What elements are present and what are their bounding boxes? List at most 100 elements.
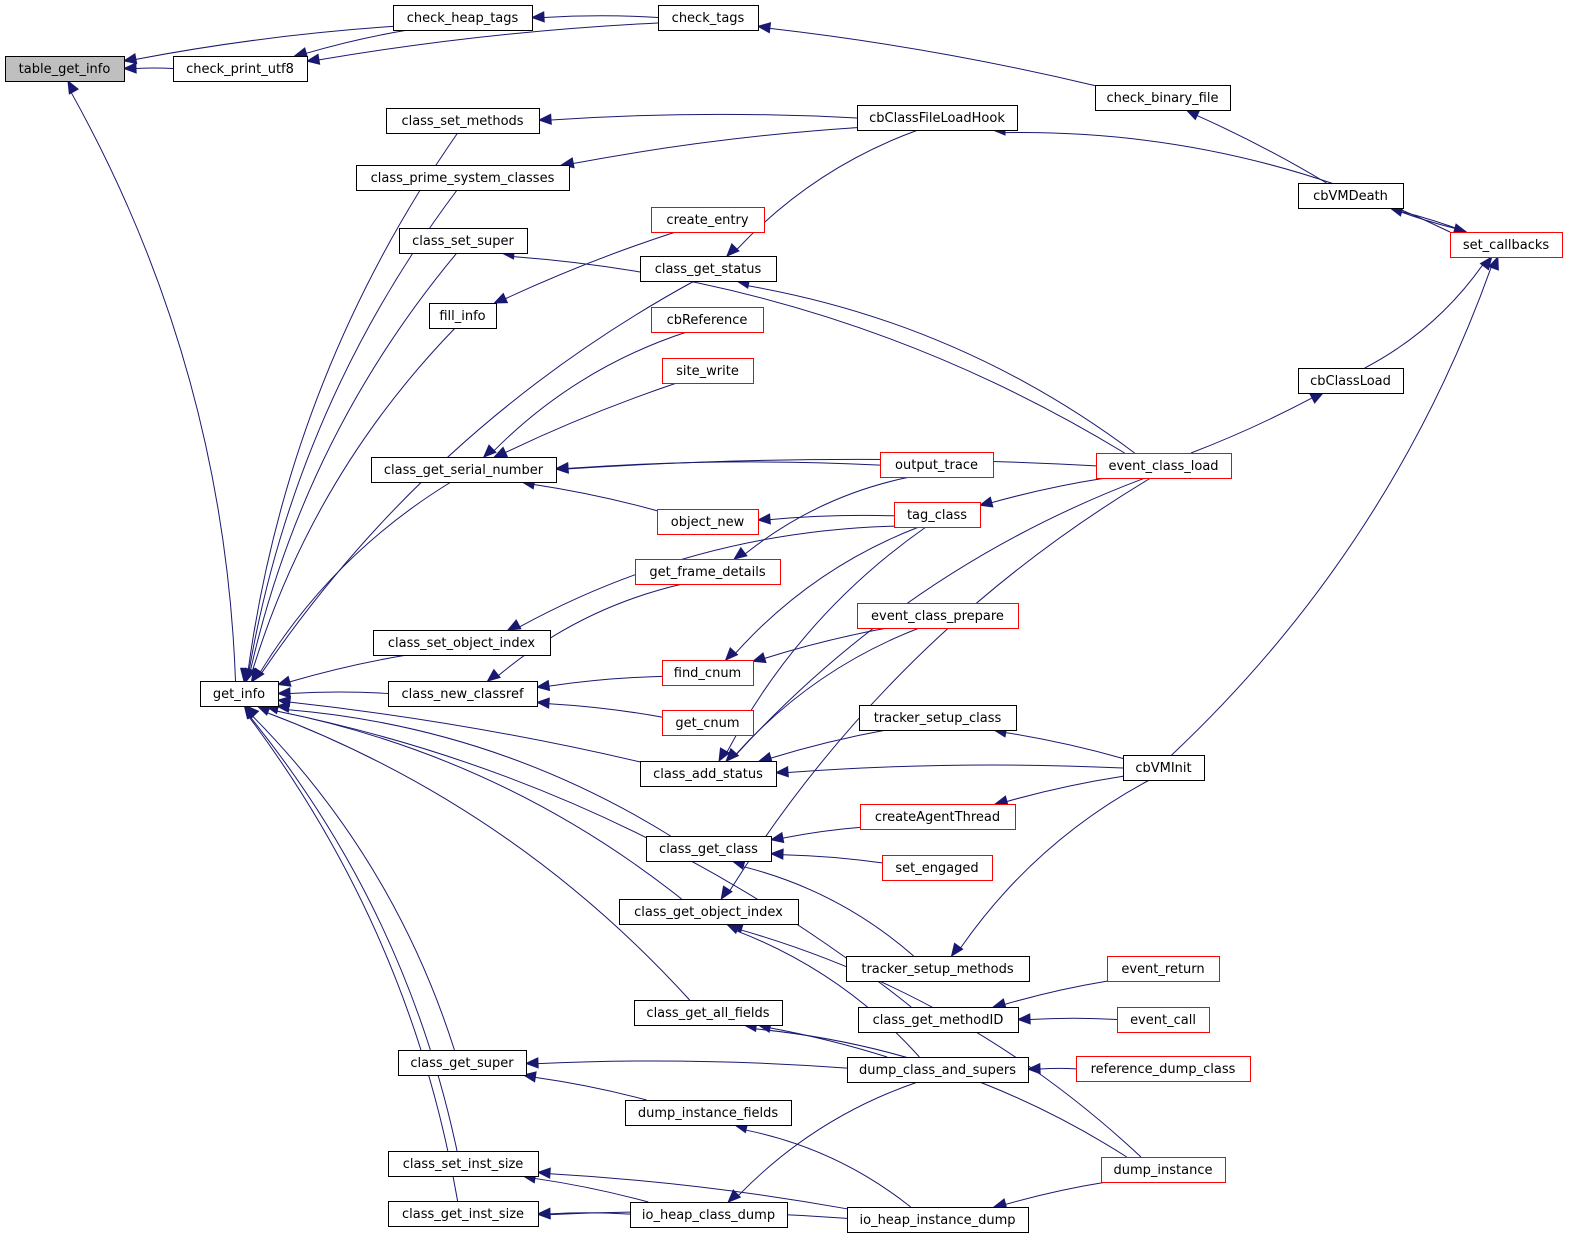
node-createAgentThread[interactable]: createAgentThread — [860, 804, 1016, 830]
node-label: object_new — [671, 515, 745, 530]
node-label: table_get_info — [19, 62, 111, 77]
node-box — [857, 603, 1019, 629]
arrowhead-icon — [724, 646, 739, 661]
node-class-new-classref[interactable]: class_new_classref — [388, 681, 538, 707]
node-label: get_info — [213, 687, 265, 702]
node-label: check_heap_tags — [407, 11, 519, 26]
node-label: class_get_super — [410, 1056, 514, 1071]
node-cbVMDeath[interactable]: cbVMDeath — [1298, 183, 1404, 209]
node-box — [625, 1100, 792, 1126]
node-class-prime-system-classes[interactable]: class_prime_system_classes — [356, 165, 570, 191]
node-event-class-prepare[interactable]: event_class_prepare — [857, 603, 1019, 629]
node-box — [429, 303, 497, 329]
node-site-write[interactable]: site_write — [662, 358, 754, 384]
node-box — [398, 1050, 527, 1076]
node-label: class_new_classref — [401, 687, 523, 702]
node-check-binary-file[interactable]: check_binary_file — [1095, 85, 1231, 111]
node-cbClassLoad[interactable]: cbClassLoad — [1298, 368, 1404, 394]
edge-class-get-methodID-to-get-info — [276, 710, 912, 1008]
node-tracker-setup-methods[interactable]: tracker_setup_methods — [846, 956, 1030, 982]
node-output-trace[interactable]: output_trace — [880, 452, 994, 478]
node-get-frame-details[interactable]: get_frame_details — [635, 559, 781, 585]
node-label: tracker_setup_class — [874, 711, 1002, 726]
node-label: io_heap_instance_dump — [860, 1213, 1016, 1228]
edge-class-set-object-index-to-get-info — [289, 654, 408, 683]
node-create-entry[interactable]: create_entry — [651, 207, 765, 233]
nodes-layer: table_get_info check_print_utf8 check_heap… — [5, 5, 1563, 1233]
node-class-get-class[interactable]: class_get_class — [646, 836, 772, 862]
edge-dump-instance-to-class-get-all-fields — [755, 1028, 1128, 1158]
node-label: dump_instance_fields — [638, 1106, 779, 1121]
edge-createAgentThread-to-class-get-class — [782, 826, 861, 839]
node-label: set_callbacks — [1463, 238, 1550, 253]
edge-class-set-super-to-get-info — [250, 252, 458, 671]
node-class-get-super[interactable]: class_get_super — [398, 1050, 527, 1076]
arrowhead-icon — [725, 747, 739, 762]
node-box — [651, 207, 765, 233]
node-class-get-methodID[interactable]: class_get_methodID — [858, 1007, 1019, 1033]
arrowhead-icon — [1016, 1013, 1031, 1025]
node-check-heap-tags[interactable]: check_heap_tags — [393, 5, 533, 31]
node-dump-class-and-supers[interactable]: dump_class_and_supers — [847, 1057, 1029, 1083]
node-class-set-inst-size[interactable]: class_set_inst_size — [388, 1151, 539, 1177]
edge-get-info-to-table-get-info — [70, 92, 237, 682]
node-io-heap-instance-dump[interactable]: io_heap_instance_dump — [847, 1207, 1029, 1233]
arrowhead-icon — [1026, 1062, 1041, 1075]
node-object-new[interactable]: object_new — [657, 509, 759, 535]
edge-class-get-super-to-get-info — [252, 715, 455, 1051]
node-check-tags[interactable]: check_tags — [658, 5, 759, 31]
node-class-set-methods[interactable]: class_set_methods — [386, 108, 540, 134]
node-event-class-load[interactable]: event_class_load — [1096, 453, 1232, 479]
node-fill-info[interactable]: fill_info — [429, 303, 497, 329]
node-find-cnum[interactable]: find_cnum — [662, 660, 754, 686]
node-dump-instance-fields[interactable]: dump_instance_fields — [625, 1100, 792, 1126]
edge-class-new-classref-to-get-info — [289, 691, 389, 694]
node-class-get-all-fields[interactable]: class_get_all_fields — [634, 1000, 783, 1026]
node-class-set-object-index[interactable]: class_set_object_index — [373, 630, 551, 656]
node-reference-dump-class[interactable]: reference_dump_class — [1076, 1056, 1251, 1082]
node-get-info[interactable]: get_info — [200, 681, 279, 707]
edge-output-trace-to-get-frame-details — [744, 476, 910, 555]
arrowhead-icon — [493, 292, 509, 304]
node-tag-class[interactable]: tag_class — [894, 502, 981, 528]
edge-cbReference-to-class-get-serial-number — [493, 331, 687, 452]
node-box — [1101, 1157, 1226, 1183]
node-class-get-inst-size[interactable]: class_get_inst_size — [388, 1201, 539, 1227]
node-set-callbacks[interactable]: set_callbacks — [1450, 232, 1563, 258]
node-box — [658, 5, 759, 31]
node-box — [651, 307, 764, 333]
arrowhead-icon — [506, 619, 522, 631]
node-table-get-info[interactable]: table_get_info — [5, 56, 125, 82]
node-io-heap-class-dump[interactable]: io_heap_class_dump — [630, 1202, 788, 1228]
node-event-return[interactable]: event_return — [1107, 956, 1220, 982]
node-box — [646, 836, 772, 862]
node-event-call[interactable]: event_call — [1117, 1007, 1210, 1033]
node-check-print-utf8[interactable]: check_print_utf8 — [173, 56, 308, 82]
edge-cbClassFileLoadHook-to-class-set-methods — [550, 113, 858, 121]
edge-set-engaged-to-class-get-class — [782, 854, 883, 864]
node-get-cnum[interactable]: get_cnum — [662, 710, 754, 736]
node-class-get-object-index[interactable]: class_get_object_index — [619, 899, 799, 925]
node-tracker-setup-class[interactable]: tracker_setup_class — [859, 705, 1017, 731]
node-set-engaged[interactable]: set_engaged — [882, 855, 993, 881]
edge-dump-class-and-supers-to-class-get-object-index — [736, 930, 920, 1058]
node-class-set-super[interactable]: class_set_super — [399, 228, 528, 254]
node-class-add-status[interactable]: class_add_status — [640, 761, 777, 787]
node-box — [373, 630, 551, 656]
node-cbClassFileLoadHook[interactable]: cbClassFileLoadHook — [857, 105, 1018, 131]
node-class-get-status[interactable]: class_get_status — [640, 256, 777, 282]
node-cbVMInit[interactable]: cbVMInit — [1123, 755, 1205, 781]
node-label: class_prime_system_classes — [371, 171, 555, 186]
node-box — [619, 899, 799, 925]
node-box — [847, 1057, 1029, 1083]
node-cbReference[interactable]: cbReference — [651, 307, 764, 333]
edge-cbVMInit-to-tracker-setup-methods — [960, 779, 1150, 949]
arrowhead-icon — [774, 766, 789, 778]
node-label: site_write — [676, 364, 739, 379]
node-dump-instance[interactable]: dump_instance — [1101, 1157, 1226, 1183]
arrowhead-icon — [757, 751, 773, 763]
node-class-get-serial-number[interactable]: class_get_serial_number — [371, 457, 557, 483]
arrowhead-icon — [530, 11, 545, 23]
node-label: dump_class_and_supers — [859, 1063, 1016, 1078]
